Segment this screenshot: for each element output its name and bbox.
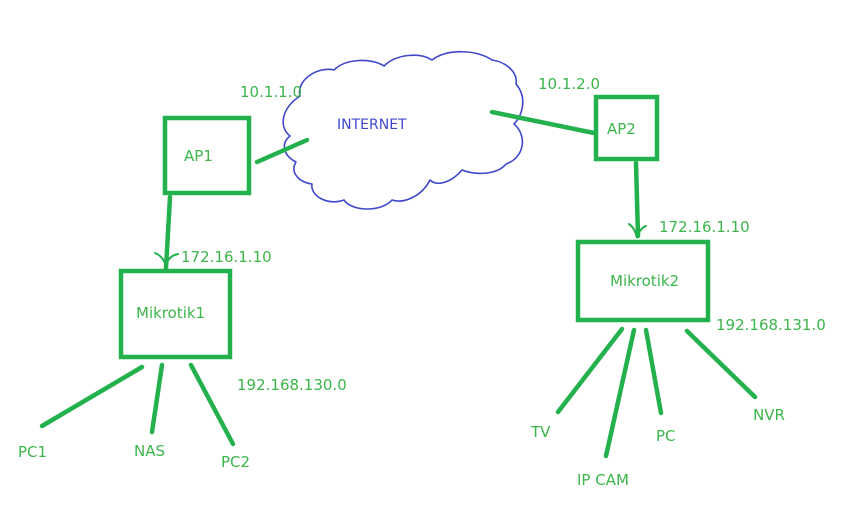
mikrotik2-box — [575, 239, 711, 323]
wan-subnet-right: 10.1.2.0 — [538, 75, 600, 93]
internet-cloud — [282, 50, 524, 210]
mikrotik1-label: Mikrotik1 — [136, 304, 205, 322]
link-pc — [643, 327, 664, 416]
device-ipcam: IP CAM — [577, 471, 629, 489]
ap1-mikrotik1-ip: 172.16.1.10 — [181, 248, 272, 266]
ap1-label: AP1 — [184, 147, 213, 165]
link-nvr — [684, 328, 758, 400]
mikrotik1-box — [118, 268, 233, 360]
device-tv: TV — [530, 423, 551, 441]
device-pc: PC — [656, 427, 676, 445]
ap1-mikrotik1-arrowhead — [154, 252, 179, 267]
ap1-internet-link — [254, 137, 310, 165]
ap2-mikrotik2-ip: 172.16.1.10 — [659, 218, 750, 236]
link-ipcam — [603, 327, 637, 459]
ap2-internet-link — [489, 109, 597, 136]
ap2-box — [593, 94, 660, 162]
link-tv — [555, 326, 625, 415]
ap2-mikrotik2-arrowhead — [628, 223, 647, 239]
mikrotik2-label: Mikrotik2 — [610, 272, 679, 290]
ap1-mikrotik1-link — [163, 194, 173, 271]
link-nas — [149, 362, 165, 435]
link-pc1 — [39, 364, 145, 429]
link-pc2 — [188, 362, 236, 447]
device-nvr: NVR — [753, 406, 785, 424]
lan-subnet-left: 192.168.130.0 — [237, 376, 347, 394]
device-pc2: PC2 — [221, 453, 250, 471]
device-pc1: PC1 — [18, 443, 47, 461]
ap1-box — [162, 115, 252, 196]
ap2-label: AP2 — [607, 120, 636, 138]
wan-subnet-left: 10.1.1.0 — [240, 83, 302, 101]
device-nas: NAS — [134, 442, 165, 460]
lan-subnet-right: 192.168.131.0 — [716, 316, 826, 334]
internet-label: INTERNET — [337, 117, 407, 133]
ap2-mikrotik2-link — [633, 160, 641, 239]
